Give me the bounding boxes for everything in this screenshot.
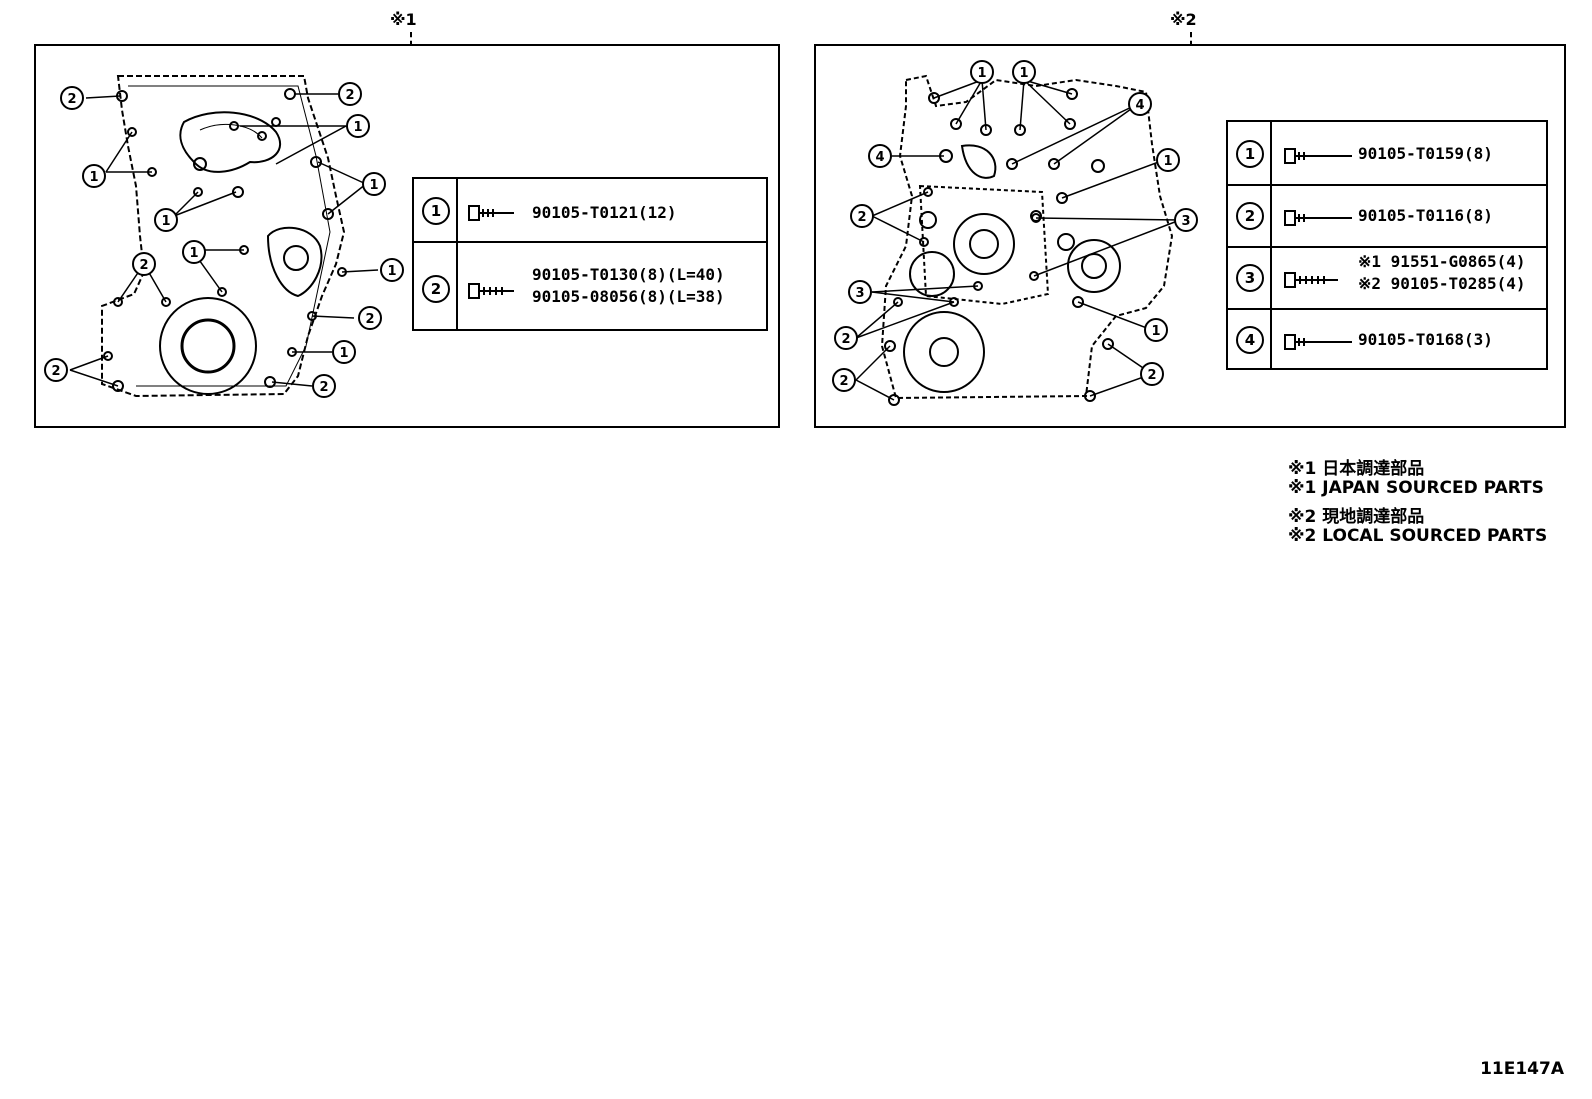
svg-text:1: 1 <box>353 120 362 135</box>
engine-cover-drawing-2: 1 1 4 4 1 2 3 3 2 1 2 2 <box>832 60 1198 406</box>
table-row: 1 90105-T0121(12) <box>414 179 766 241</box>
note-3: ※2 現地調達部品 <box>1288 507 1425 527</box>
table-row: 1 90105-T0159(8) <box>1228 122 1546 184</box>
svg-text:1: 1 <box>1151 324 1160 339</box>
part-number: 90105-T0121(12) <box>532 203 677 222</box>
svg-text:1: 1 <box>161 214 170 229</box>
table-divider <box>456 179 458 329</box>
note-1: ※1 日本調達部品 <box>1288 459 1425 479</box>
engine-cover-drawing-1: 2 2 1 1 1 1 1 1 2 2 1 2 2 <box>44 75 404 398</box>
svg-text:2: 2 <box>67 92 76 107</box>
panel2-tick <box>1190 32 1192 46</box>
svg-text:2: 2 <box>857 210 866 225</box>
callout-number: 1 <box>422 197 450 225</box>
svg-text:2: 2 <box>345 88 354 103</box>
svg-text:1: 1 <box>387 264 396 279</box>
table-row: 3 ※1 91551-G0865(4) ※2 90105-T0285(4) <box>1228 246 1546 310</box>
svg-text:1: 1 <box>339 346 348 361</box>
svg-text:2: 2 <box>841 332 850 347</box>
bolt-icon <box>1284 272 1338 288</box>
table-divider <box>1270 122 1272 368</box>
parts-table-2: 1 90105-T0159(8) 2 90105-T0116(8) 3 ※1 9… <box>1226 120 1548 370</box>
part-number: 90105-T0159(8) <box>1358 144 1493 163</box>
svg-text:2: 2 <box>839 374 848 389</box>
svg-text:3: 3 <box>855 286 864 301</box>
note-4: ※2 LOCAL SOURCED PARTS <box>1288 526 1548 546</box>
bolt-icon <box>1284 148 1352 164</box>
panel1-mark: ※1 <box>390 10 417 29</box>
table-row: 2 90105-T0116(8) <box>1228 184 1546 248</box>
part-number: 90105-T0130(8)(L=40) <box>532 265 725 284</box>
callout-number: 1 <box>1236 140 1264 168</box>
part-number: 90105-T0116(8) <box>1358 206 1493 225</box>
callout-number: 2 <box>1236 202 1264 230</box>
svg-text:2: 2 <box>365 312 374 327</box>
svg-text:1: 1 <box>189 246 198 261</box>
bolt-icon <box>1284 334 1352 350</box>
table-row: 4 90105-T0168(3) <box>1228 308 1546 370</box>
part-number: 90105-08056(8)(L=38) <box>532 287 725 306</box>
panel1-tick <box>410 32 412 46</box>
note-2: ※1 JAPAN SOURCED PARTS <box>1288 478 1544 498</box>
part-number: ※2 90105-T0285(4) <box>1358 274 1526 293</box>
svg-text:2: 2 <box>51 364 60 379</box>
svg-text:2: 2 <box>1147 368 1156 383</box>
svg-text:1: 1 <box>369 178 378 193</box>
table-row: 2 90105-T0130(8)(L=40) 90105-08056(8)(L=… <box>414 241 766 331</box>
svg-text:4: 4 <box>875 150 884 165</box>
svg-text:1: 1 <box>977 66 986 81</box>
bolt-icon <box>468 205 514 221</box>
svg-text:4: 4 <box>1135 98 1144 113</box>
parts-table-1: 1 90105-T0121(12) 2 90105-T0130(8)(L=40)… <box>412 177 768 331</box>
svg-text:1: 1 <box>1163 154 1172 169</box>
panel1: 2 2 1 1 1 1 1 1 2 2 1 2 2 1 90105-T0121(12) 2 … <box>34 44 780 428</box>
svg-text:1: 1 <box>89 170 98 185</box>
callout-number: 4 <box>1236 326 1264 354</box>
figure-code: 11E147A <box>1480 1059 1564 1079</box>
callout-number: 3 <box>1236 264 1264 292</box>
part-number: ※1 91551-G0865(4) <box>1358 252 1526 271</box>
svg-text:2: 2 <box>319 380 328 395</box>
panel2: 1 1 4 4 1 2 3 3 2 1 2 2 1 90105-T0159(8) 2 901… <box>814 44 1566 428</box>
bolt-icon <box>468 283 514 299</box>
bolt-icon <box>1284 210 1352 226</box>
callout-number: 2 <box>422 275 450 303</box>
part-number: 90105-T0168(3) <box>1358 330 1493 349</box>
svg-text:1: 1 <box>1019 66 1028 81</box>
panel2-mark: ※2 <box>1170 10 1197 29</box>
svg-text:2: 2 <box>139 258 148 273</box>
svg-text:3: 3 <box>1181 214 1190 229</box>
